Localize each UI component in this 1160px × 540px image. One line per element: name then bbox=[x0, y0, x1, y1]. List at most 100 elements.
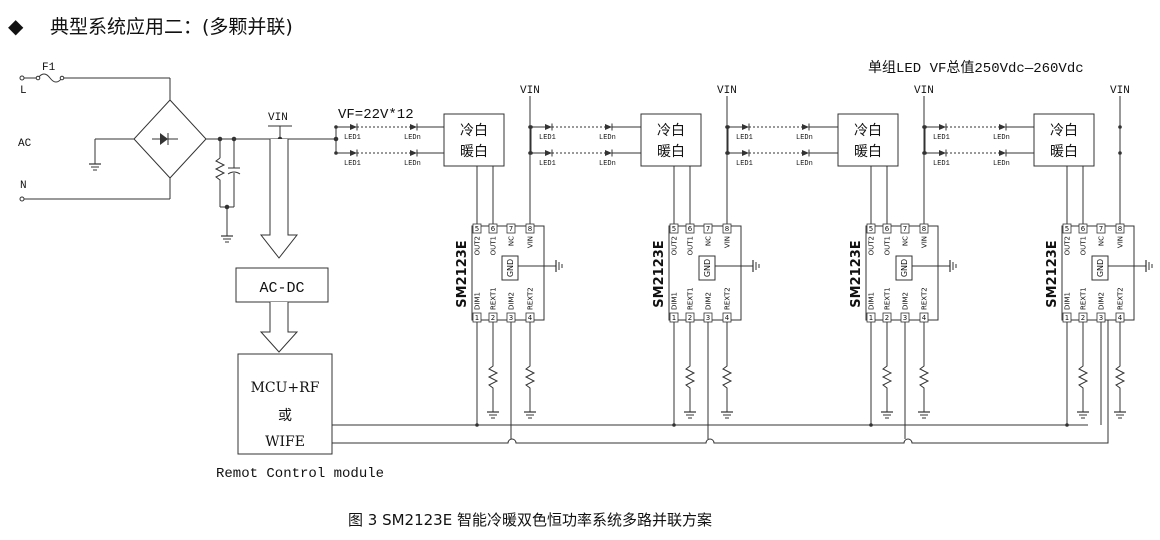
lamp-warm-label: 暖白 bbox=[854, 144, 882, 160]
lamp-warm-label: 暖白 bbox=[1050, 144, 1078, 160]
ic-bottom-pin-num: 2 bbox=[491, 314, 495, 322]
page-title: 典型系统应用二：(多颗并联) bbox=[50, 16, 293, 38]
led-last-label: LEDn bbox=[796, 134, 813, 142]
ic-top-pin-name: OUT2 bbox=[671, 236, 679, 255]
ic-top-pin-name: OUT1 bbox=[687, 236, 695, 255]
lamp-box bbox=[640, 113, 702, 167]
acdc-block: AC-DC bbox=[259, 280, 304, 297]
led-first-label: LED1 bbox=[539, 160, 556, 168]
ic-bottom-pin-name: REXT2 bbox=[921, 287, 929, 310]
ic-bottom-pin-name: DIM1 bbox=[1064, 292, 1072, 310]
ic-top-pin-num: 8 bbox=[528, 225, 532, 233]
ic-top-pin-num: 5 bbox=[869, 225, 873, 233]
ic-top-pin-name: VIN bbox=[724, 236, 732, 248]
ic-gnd-label: GND bbox=[1096, 259, 1105, 277]
ic-top-pin-num: 5 bbox=[475, 225, 479, 233]
ic-bottom-pin-num: 3 bbox=[903, 314, 907, 322]
lamp-box bbox=[837, 113, 899, 167]
ic-bottom-pin-num: 2 bbox=[885, 314, 889, 322]
ic-top-pin-name: VIN bbox=[1117, 236, 1125, 248]
lamp-cool-label: 冷白 bbox=[854, 123, 882, 139]
ic-bottom-pin-num: 1 bbox=[869, 314, 873, 322]
ic-top-pin-num: 6 bbox=[1081, 225, 1086, 233]
ic-bottom-pin-num: 4 bbox=[725, 314, 730, 322]
ic-bottom-pin-num: 4 bbox=[1118, 314, 1123, 322]
ic-bottom-pin-name: REXT2 bbox=[1117, 287, 1125, 310]
ic-name-label: SM2123E bbox=[652, 240, 667, 307]
mcu-label-line1: MCU+RF bbox=[251, 380, 320, 396]
ic-top-pin-name: VIN bbox=[921, 236, 929, 248]
ic-top-pin-name: NC bbox=[705, 236, 713, 246]
vin-test-label: VIN bbox=[268, 112, 288, 124]
ic-top-pin-name: NC bbox=[508, 236, 516, 246]
lamp-cool-label: 冷白 bbox=[460, 123, 488, 139]
ic-bottom-pin-name: DIM2 bbox=[508, 292, 516, 310]
lamp-cool-label: 冷白 bbox=[1050, 123, 1078, 139]
ic-top-pin-num: 8 bbox=[725, 225, 729, 233]
led-last-label: LEDn bbox=[796, 160, 813, 168]
stage-vin-label: VIN bbox=[1110, 85, 1130, 97]
ic-bottom-pin-name: REXT1 bbox=[490, 287, 498, 310]
led-last-label: LEDn bbox=[993, 134, 1010, 142]
led-first-label: LED1 bbox=[736, 134, 753, 142]
ic-top-pin-num: 7 bbox=[509, 225, 513, 233]
remote-module-label: Remot Control module bbox=[216, 466, 384, 482]
ic-name-label: SM2123E bbox=[455, 240, 470, 307]
ic-bottom-pin-num: 4 bbox=[922, 314, 927, 322]
ac-label: AC bbox=[18, 138, 32, 150]
ic-bottom-pin-num: 3 bbox=[1099, 314, 1103, 322]
ic-bottom-pin-name: REXT1 bbox=[1080, 287, 1088, 310]
led-last-label: LEDn bbox=[599, 160, 616, 168]
lamp-warm-label: 暖白 bbox=[657, 144, 685, 160]
ic-top-pin-num: 7 bbox=[903, 225, 907, 233]
ic-name-label: SM2123E bbox=[1045, 240, 1060, 307]
led-first-label: LED1 bbox=[933, 134, 950, 142]
ic-top-pin-num: 5 bbox=[672, 225, 676, 233]
ic-top-pin-name: OUT2 bbox=[1064, 236, 1072, 255]
ic-top-pin-name: OUT2 bbox=[868, 236, 876, 255]
led-first-label: LED1 bbox=[344, 134, 361, 142]
ic-name-label: SM2123E bbox=[849, 240, 864, 307]
led-last-label: LEDn bbox=[404, 134, 421, 142]
ic-top-pin-num: 8 bbox=[1118, 225, 1122, 233]
ic-bottom-pin-name: REXT2 bbox=[527, 287, 535, 310]
ic-bottom-pin-name: DIM1 bbox=[671, 292, 679, 310]
lamp-box bbox=[1033, 113, 1095, 167]
lamp-cool-label: 冷白 bbox=[657, 123, 685, 139]
ic-top-pin-num: 6 bbox=[491, 225, 496, 233]
ic-gnd-label: GND bbox=[506, 259, 515, 277]
ic-top-pin-name: NC bbox=[1098, 236, 1106, 246]
ic-bottom-pin-name: DIM1 bbox=[474, 292, 482, 310]
fuse-label: F1 bbox=[42, 62, 56, 74]
led-first-label: LED1 bbox=[736, 160, 753, 168]
ic-bottom-pin-name: REXT1 bbox=[884, 287, 892, 310]
ic-gnd-label: GND bbox=[900, 259, 909, 277]
stage-vin-label: VIN bbox=[717, 85, 737, 97]
led-first-label: LED1 bbox=[344, 160, 361, 168]
ic-gnd-label: GND bbox=[703, 259, 712, 277]
control-bus bbox=[332, 316, 1109, 444]
ac-input-section bbox=[19, 73, 339, 230]
ic-bottom-pin-num: 3 bbox=[509, 314, 513, 322]
ic-top-pin-num: 7 bbox=[706, 225, 710, 233]
ic-top-pin-name: OUT2 bbox=[474, 236, 482, 255]
ic-bottom-pin-num: 1 bbox=[672, 314, 676, 322]
stage-vin-label: VIN bbox=[520, 85, 540, 97]
ic-bottom-pin-num: 4 bbox=[528, 314, 533, 322]
ic-top-pin-name: NC bbox=[902, 236, 910, 246]
ic-bottom-pin-num: 2 bbox=[688, 314, 692, 322]
led-first-label: LED1 bbox=[539, 134, 556, 142]
ic-top-pin-num: 7 bbox=[1099, 225, 1103, 233]
lamp-box bbox=[443, 113, 505, 167]
bullet-icon: ◆ bbox=[8, 16, 24, 38]
ic-top-pin-num: 5 bbox=[1065, 225, 1069, 233]
ic-top-pin-num: 6 bbox=[885, 225, 890, 233]
led-last-label: LEDn bbox=[404, 160, 421, 168]
led-first-label: LED1 bbox=[933, 160, 950, 168]
vf-total-note: 单组LED VF总值250Vdc—260Vdc bbox=[868, 60, 1084, 77]
